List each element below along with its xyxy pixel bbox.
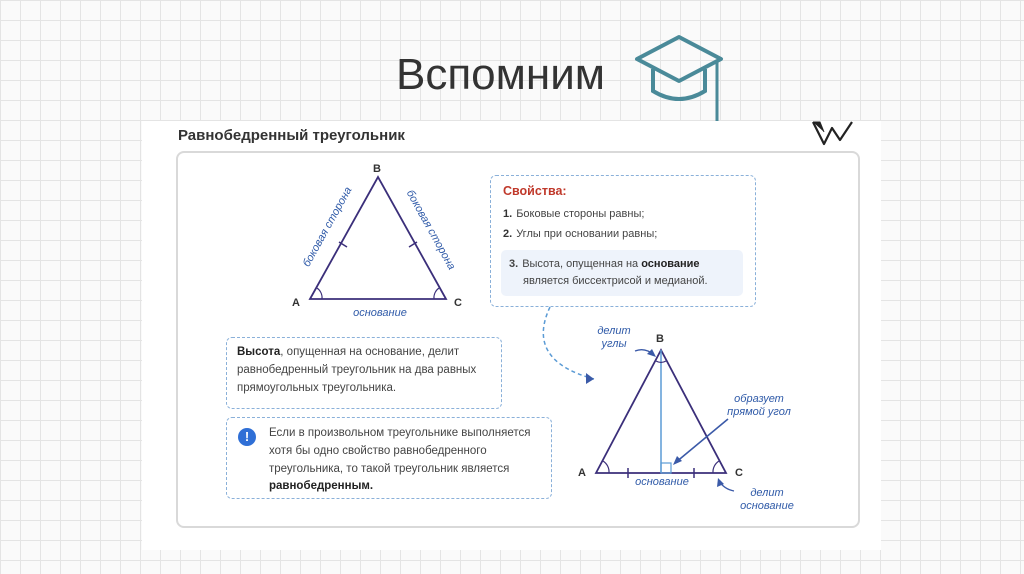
properties-heading: Свойства: — [503, 184, 567, 198]
base2-label: основание — [635, 476, 689, 488]
divides-angles-line-1: делит — [597, 325, 631, 337]
divides-angles-line-2: углы — [601, 338, 627, 351]
angle-arc-b2 — [655, 360, 667, 363]
tick-right — [408, 241, 418, 248]
right-angle-mark — [660, 462, 672, 474]
property-3-text-bold: основание — [641, 258, 700, 270]
vertex-b2-label: B — [656, 333, 664, 345]
vertex-c2-label: C — [735, 467, 743, 479]
divides-base-line-2: основание — [740, 500, 794, 513]
angle-arc-a2 — [602, 460, 610, 474]
slide-title: Вспомним — [396, 50, 606, 99]
base-label: основание — [353, 307, 407, 319]
info-note-line-1: Если в произвольном треугольнике выполня… — [269, 427, 531, 439]
vertex-b-label: B — [373, 163, 381, 175]
property-2-num: 2. — [503, 228, 513, 240]
right-angle-label: образует прямой угол — [720, 393, 798, 419]
properties-box: Свойства: 1.Боковые стороны равны; 2.Угл… — [490, 175, 756, 307]
isosceles-triangle-picture: Равнобедренный треугольник B A C боковая… — [142, 121, 881, 550]
angle-arc-c — [433, 287, 440, 300]
height-note-line-3: прямоугольных треугольника. — [237, 381, 397, 394]
property-1: 1.Боковые стороны равны; — [503, 206, 644, 223]
property-3-line-1: 3.Высота, опущенная на основание — [509, 256, 700, 273]
picture-heading: Равнобедренный треугольник — [178, 127, 405, 144]
property-2-text: Углы при основании равны; — [516, 228, 658, 240]
property-1-num: 1. — [503, 208, 513, 220]
property-3-num: 3. — [509, 258, 519, 270]
info-note-text: Если в произвольном треугольнике выполня… — [269, 425, 539, 496]
info-note-line-3: треугольника, то такой треугольник являе… — [269, 462, 510, 475]
angle-arc-c2 — [712, 460, 720, 474]
height-note-bold: Высота — [237, 346, 281, 358]
divides-base-label: делит основание — [732, 487, 802, 513]
exclamation-icon: ! — [238, 428, 256, 446]
vertex-c-label: C — [454, 297, 462, 309]
height-note-box: Высота, опущенная на основание, делит ра… — [226, 337, 502, 409]
divides-angles-label: делит углы — [594, 325, 634, 351]
height-note-line-1: , опущенная на основание, делит — [280, 346, 460, 358]
divides-base-line-1: делит — [750, 487, 784, 499]
right-angle-line-2: прямой угол — [727, 406, 791, 419]
property-3: 3.Высота, опущенная на основание являетс… — [501, 250, 743, 296]
graduation-cap-icon — [635, 35, 723, 121]
property-3-line-2: является биссектрисой и медианой. — [523, 275, 708, 287]
angle-arc-a — [316, 287, 323, 300]
property-1-text: Боковые стороны равны; — [516, 208, 645, 220]
dashed-arrow — [542, 306, 595, 380]
triangle-1 — [308, 175, 448, 300]
height-note-line-2: равнобедренный треугольник на два равных — [237, 363, 477, 376]
height-note-text: Высота, опущенная на основание, делит ра… — [237, 344, 493, 397]
info-note-bold: равнобедренным. — [269, 480, 374, 493]
triangle-diagrams — [308, 175, 735, 492]
info-note-box: ! Если в произвольном треугольнике выпол… — [226, 417, 552, 499]
vertex-a-label: A — [292, 297, 300, 309]
property-2: 2.Углы при основании равны; — [503, 226, 657, 243]
tick-left — [338, 241, 348, 248]
info-note-line-2: хотя бы одно свойство равнобедренного — [269, 444, 487, 457]
property-3-text-pre: Высота, опущенная на — [522, 258, 642, 270]
arrow-right-angle — [674, 418, 729, 464]
corner-logo-icon — [812, 121, 853, 146]
right-angle-line-1: образует — [734, 393, 784, 405]
picture-panel — [176, 151, 860, 528]
vertex-a2-label: A — [578, 467, 586, 479]
